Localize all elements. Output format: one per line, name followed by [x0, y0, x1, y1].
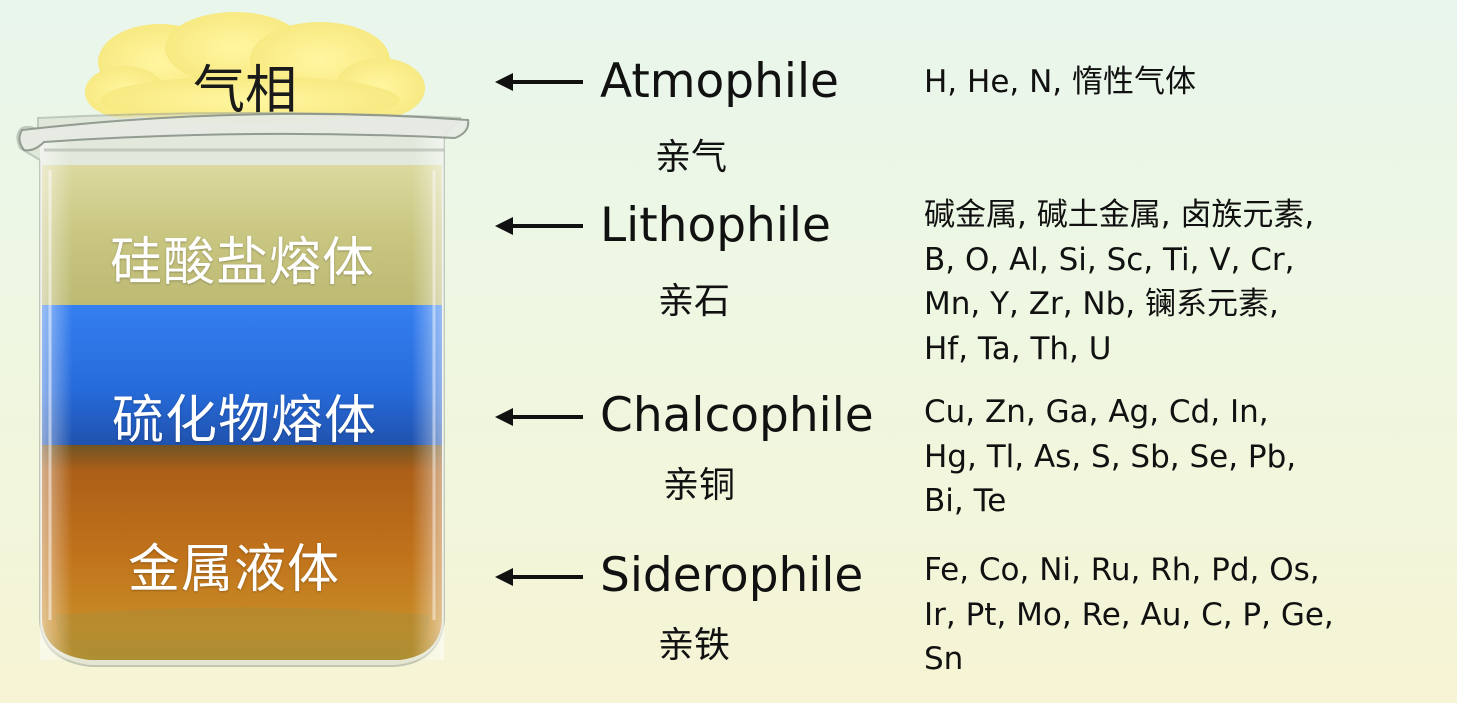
gas-cloud: [85, 12, 425, 124]
element-line: Ir, Pt, Mo, Re, Au, C, P, Ge,: [924, 596, 1334, 633]
element-line: H, He, N, 惰性气体: [924, 64, 1197, 100]
atmophile-elements: H, He, N, 惰性气体: [924, 60, 1444, 105]
arrow-left-icon: [495, 408, 583, 426]
chalcophile-elements: Cu, Zn, Ga, Ag, Cd, In, Hg, Tl, As, S, S…: [924, 390, 1444, 524]
arrow-left-icon: [495, 73, 583, 91]
chalcophile-label: Chalcophile: [600, 388, 874, 443]
beaker-illustration: [16, 12, 470, 667]
element-line: Hg, Tl, As, S, Sb, Se, Pb,: [924, 438, 1297, 475]
chalcophile-cn-label: 亲铜: [663, 465, 736, 506]
siderophile-elements: Fe, Co, Ni, Ru, Rh, Pd, Os, Ir, Pt, Mo, …: [924, 548, 1444, 682]
siderophile-label: Siderophile: [600, 548, 864, 603]
lithophile-elements: 碱金属, 碱土金属, 卤族元素, B, O, Al, Si, Sc, Ti, V…: [924, 193, 1444, 371]
lithophile-label: Lithophile: [600, 198, 831, 253]
element-line: B, O, Al, Si, Sc, Ti, V, Cr,: [924, 241, 1295, 278]
element-line: Cu, Zn, Ga, Ag, Cd, In,: [924, 394, 1269, 430]
element-line: Fe, Co, Ni, Ru, Rh, Pd, Os,: [924, 552, 1320, 588]
element-line: Hf, Ta, Th, U: [924, 330, 1112, 367]
gas-phase-label: 气相: [193, 61, 298, 121]
metal-liquid-label: 金属液体: [128, 540, 341, 600]
arrow-left-icon: [495, 217, 583, 235]
silicate-melt-label: 硅酸盐熔体: [110, 233, 376, 293]
sulfide-melt-label: 硫化物熔体: [112, 391, 378, 451]
atmophile-cn-label: 亲气: [655, 137, 728, 178]
element-line: 碱金属, 碱土金属, 卤族元素,: [924, 197, 1315, 233]
element-line: Mn, Y, Zr, Nb, 镧系元素,: [924, 286, 1279, 322]
atmophile-label: Atmophile: [600, 54, 839, 109]
arrow-left-icon: [495, 568, 583, 586]
lithophile-cn-label: 亲石: [658, 281, 731, 322]
element-line: Bi, Te: [924, 483, 1007, 519]
siderophile-cn-label: 亲铁: [658, 625, 731, 666]
element-line: Sn: [924, 641, 964, 677]
